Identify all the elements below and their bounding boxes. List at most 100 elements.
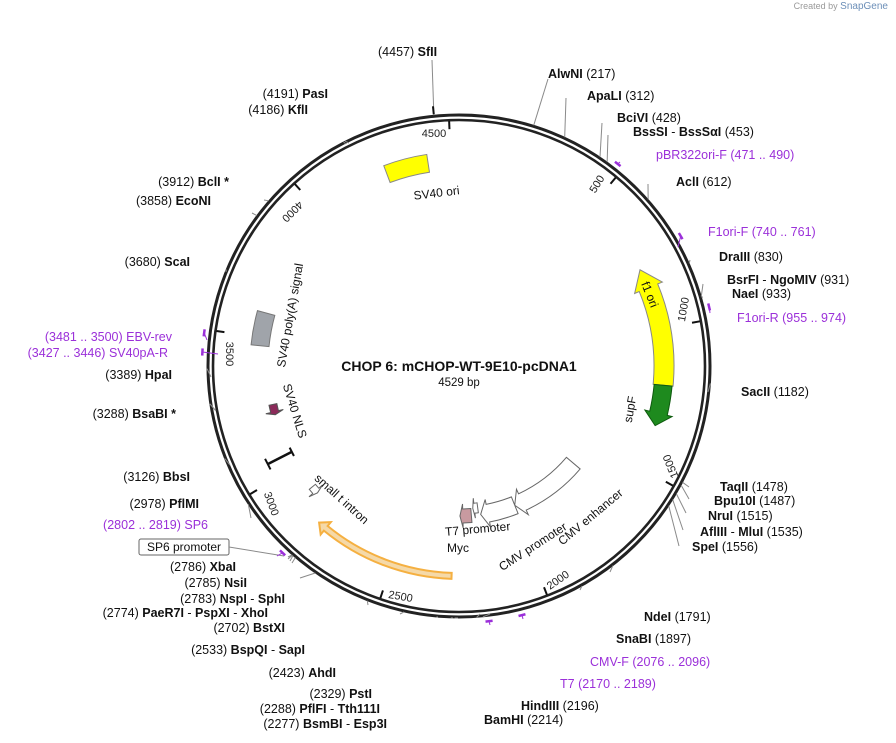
- enzyme-name-2: PspXI: [195, 606, 230, 620]
- primer-range: (2076 .. 2096): [629, 655, 710, 669]
- enzyme-label-bsrfi: BsrFI - NgoMIV (931): [727, 273, 849, 287]
- enzyme-position: (1487): [756, 494, 796, 508]
- primer-range: (3481 .. 3500): [45, 330, 126, 344]
- sp6-promoter-label-box: SP6 promoter: [138, 538, 285, 557]
- enzyme-hindiii: HindIII (2196): [521, 699, 599, 713]
- enzyme-bsmbi: (2277) BsmBI - Esp3I: [263, 717, 387, 731]
- leader-sfii: [431, 59, 435, 116]
- leader-hindiii: [482, 613, 491, 618]
- enzyme-bbsi: (3126) BbsI: [123, 470, 190, 484]
- enzyme-name: NspI: [220, 592, 247, 606]
- enzyme-name: PflMI: [169, 497, 199, 511]
- tick-sfii: [431, 106, 435, 115]
- tick-2500: [379, 590, 384, 599]
- tick-3000: [249, 489, 258, 495]
- enzyme-name: BamHI: [484, 713, 524, 727]
- sp6-promoter-label: SP6 promoter: [147, 540, 221, 554]
- leader-taqii: [682, 481, 690, 488]
- enzyme-sep: -: [267, 643, 278, 657]
- primer-name: EBV-rev: [126, 330, 173, 344]
- enzyme-position: (2978): [130, 497, 170, 511]
- enzyme-mark: *: [221, 175, 229, 189]
- primer-name: pBR322ori-F: [656, 148, 727, 162]
- enzyme-label-taqii: TaqII (1478): [720, 480, 788, 494]
- enzyme-sep: -: [184, 606, 195, 620]
- enzyme-name: BsmBI: [303, 717, 343, 731]
- enzyme-position: (1556): [718, 540, 758, 554]
- small-t-intron-cap-outer: [264, 458, 272, 470]
- enzyme-position: (3126): [123, 470, 163, 484]
- primer-leader: [202, 351, 219, 355]
- leader-nrui: [675, 493, 687, 514]
- enzyme-label-apali: ApaLI (312): [587, 89, 654, 103]
- enzyme-sep: -: [247, 592, 258, 606]
- primer-label: T7 (2170 .. 2189): [560, 677, 656, 691]
- primer-range: (740 .. 761): [748, 225, 815, 239]
- enzyme-name: BstXI: [253, 621, 285, 635]
- primer-label: CMV-F (2076 .. 2096): [590, 655, 710, 669]
- enzyme-name: NdeI: [644, 610, 671, 624]
- leader-kfli: [343, 141, 347, 145]
- t7-promoter-feature: [472, 498, 479, 519]
- enzyme-position: (3288): [93, 407, 133, 421]
- enzyme-position: (2785): [184, 576, 224, 590]
- enzyme-naei: NaeI (933): [732, 287, 791, 301]
- enzyme-position: (4191): [263, 87, 303, 101]
- enzyme-position: (3858): [136, 194, 176, 208]
- enzyme-name: TaqII: [720, 480, 748, 494]
- enzyme-psti: (2329) PstI: [309, 687, 372, 701]
- enzyme-label-pasi: (4191) PasI: [263, 87, 328, 101]
- t7-promoter-label: T7 promoter: [444, 519, 510, 539]
- enzyme-bcli: (3912) BclI *: [158, 175, 229, 189]
- sv40-ori-feature: [383, 153, 431, 184]
- leader-bamhi: [476, 613, 481, 618]
- enzyme-position: (3680): [125, 255, 165, 269]
- enzyme-position: (1535): [763, 525, 803, 539]
- leader-sacii: [707, 383, 711, 393]
- primer-t7: T7 (2170 .. 2189): [485, 619, 656, 691]
- leader-hpai: [206, 368, 212, 378]
- primer-name: F1ori-F: [708, 225, 749, 239]
- tick-label-2000: 2000: [545, 569, 572, 593]
- enzyme-name: PasI: [302, 87, 328, 101]
- enzyme-label-bcli: (3912) BclI *: [158, 175, 229, 189]
- enzyme-name: HpaI: [145, 368, 172, 382]
- enzyme-label-nsii: (2785) NsiI: [184, 576, 247, 590]
- enzyme-position: (2277): [263, 717, 303, 731]
- enzyme-position: (1897): [651, 632, 691, 646]
- enzyme-name-2: NgoMIV: [770, 273, 817, 287]
- enzyme-label-snabi: SnaBI (1897): [616, 632, 691, 646]
- enzyme-position: (3912): [158, 175, 198, 189]
- leader-alwni: [533, 78, 549, 126]
- enzyme-alwni: AlwNI (217): [548, 67, 615, 81]
- primer-range: (3427 .. 3446): [28, 346, 109, 360]
- leader-bspqi: [366, 600, 369, 606]
- plasmid-length: 4529 bp: [438, 377, 480, 389]
- enzyme-name: NaeI: [732, 287, 758, 301]
- enzyme-position: (2533): [191, 643, 231, 657]
- enzyme-nspi: (2783) NspI - SphI: [180, 592, 285, 606]
- enzyme-label-kfli: (4186) KflI: [248, 103, 308, 117]
- enzyme-position: (428): [648, 111, 681, 125]
- created-by-text: Created by: [793, 1, 838, 11]
- enzyme-label-hindiii: HindIII (2196): [521, 699, 599, 713]
- enzyme-sep: -: [230, 606, 241, 620]
- enzyme-label-paer7i: (2774) PaeR7I - PspXI - XhoI: [103, 606, 268, 620]
- enzyme-label-bamhi: BamHI (2214): [484, 713, 563, 727]
- enzyme-name: SacII: [741, 385, 770, 399]
- tick-500: [609, 176, 617, 185]
- enzyme-name: NsiI: [224, 576, 247, 590]
- enzyme-pflmi: (2978) PflMI: [130, 497, 199, 511]
- enzyme-label-bsabi: (3288) BsaBI *: [93, 407, 177, 421]
- leader-draiii: [688, 259, 691, 264]
- enzyme-bpu10i: Bpu10I (1487): [714, 494, 795, 508]
- enzyme-bsrfi: BsrFI - NgoMIV (931): [727, 273, 849, 287]
- primer-f1ori-r: F1ori-R (955 .. 974): [707, 303, 846, 325]
- enzyme-mark: *: [168, 407, 176, 421]
- sp6-promoter-leader: [228, 546, 285, 557]
- enzyme-position: (612): [699, 175, 732, 189]
- supf-feature: [643, 383, 674, 427]
- enzyme-bsssi: BssSI - BssSαI (453): [633, 125, 754, 139]
- tick-1000: [691, 320, 701, 324]
- enzyme-position: (4457): [378, 45, 418, 59]
